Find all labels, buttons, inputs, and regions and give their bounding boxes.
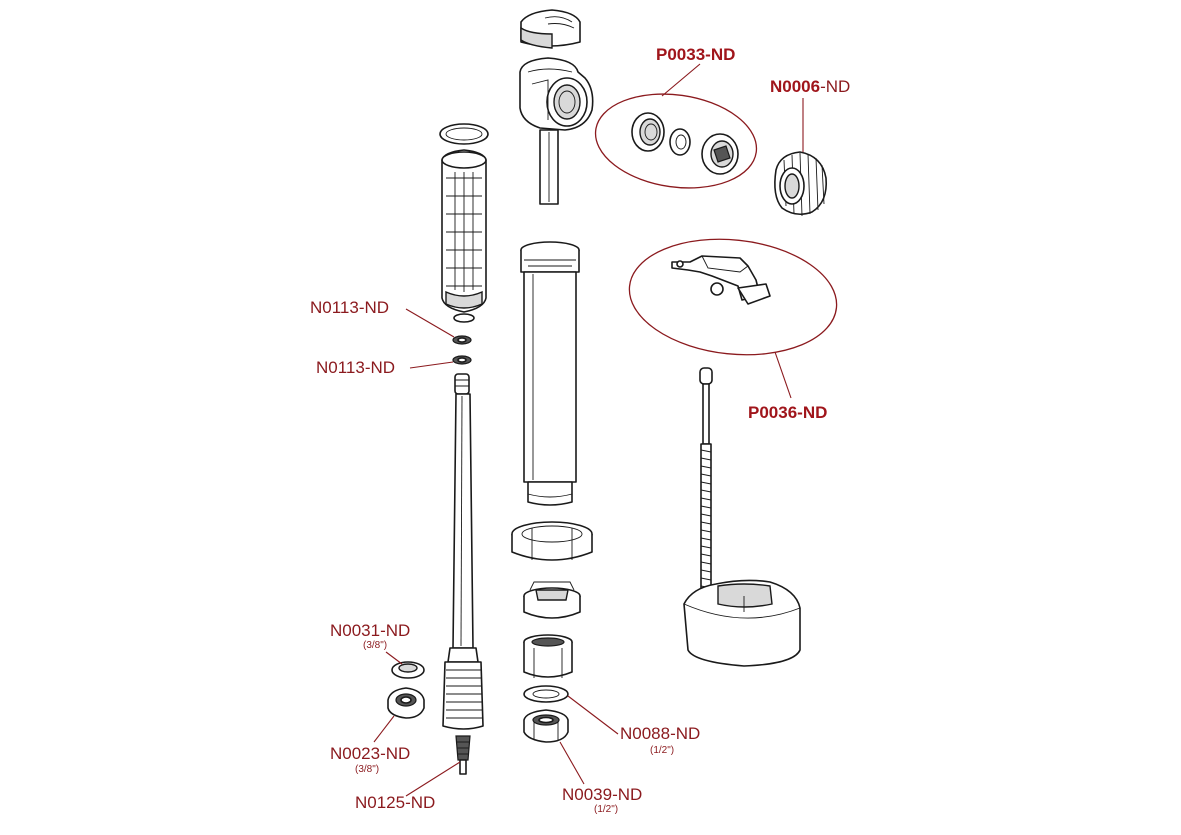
n0125-label: N0125-ND <box>355 793 435 812</box>
n0113-lower-leader-line <box>409 361 454 369</box>
p0036-small-bead <box>710 282 724 296</box>
n0006-locking-nut <box>774 151 828 217</box>
n0125-leader-line <box>405 761 461 797</box>
p0033-leader-line <box>661 63 701 97</box>
p0036-highlight-ellipse <box>628 238 838 356</box>
p0033-seal-kit-group <box>594 93 758 189</box>
p0036-float-clip <box>671 255 771 305</box>
tube-lock-ring-part <box>511 521 593 561</box>
hex-coupling-part <box>523 634 573 678</box>
p0033-diaphragm-cap <box>701 133 739 175</box>
shank-tube-part <box>442 373 484 730</box>
n0088-flat-washer <box>523 685 569 703</box>
collar-adapter-part <box>523 581 581 619</box>
p0036-float-clip-group <box>628 238 838 356</box>
n0039-leader-line <box>559 741 585 785</box>
n0031-label: N0031-ND <box>330 621 410 640</box>
n0039-size: (1/2") <box>594 804 618 815</box>
n0023-size: (3/8") <box>355 764 379 775</box>
float-rod-part <box>699 367 713 597</box>
n0088-label: N0088-ND <box>620 724 700 743</box>
top-o-ring-part <box>439 123 489 145</box>
n0023-coupling-nut <box>387 687 425 719</box>
n0006-label: N0006-ND <box>770 77 850 96</box>
p0033-highlight-ellipse <box>594 93 758 189</box>
n0039-hex-nut <box>523 709 569 743</box>
n0031-leader-line <box>385 651 403 665</box>
p0033-label: P0033-ND <box>656 45 735 64</box>
n0031-cone-washer <box>391 661 425 679</box>
p0033-small-ring <box>669 128 691 156</box>
n0113-upper-label: N0113-ND <box>310 298 389 317</box>
p0033-seal-ring <box>631 112 665 152</box>
p0036-label: P0036-ND <box>748 403 827 422</box>
n0031-size: (3/8") <box>363 640 387 651</box>
n0023-leader-line <box>373 715 395 743</box>
n0039-label: N0039-ND <box>562 785 642 804</box>
n0113-upper-leader-line <box>405 308 455 338</box>
n0113-lower-label: N0113-ND <box>316 358 395 377</box>
valve-head-part <box>519 57 594 205</box>
valve-cap-part <box>520 9 581 49</box>
n0113-washer-lower <box>452 355 472 365</box>
p0036-leader-line <box>774 351 792 399</box>
filter-screen-part <box>441 149 487 323</box>
n0113-washer-upper <box>452 335 472 345</box>
riser-tube-part <box>520 241 580 506</box>
float-cup-part <box>683 579 801 667</box>
n0023-label: N0023-ND <box>330 744 410 763</box>
n0088-leader-line <box>567 695 619 735</box>
n0088-size: (1/2") <box>650 745 674 756</box>
n0125-hose-tip <box>455 735 471 775</box>
